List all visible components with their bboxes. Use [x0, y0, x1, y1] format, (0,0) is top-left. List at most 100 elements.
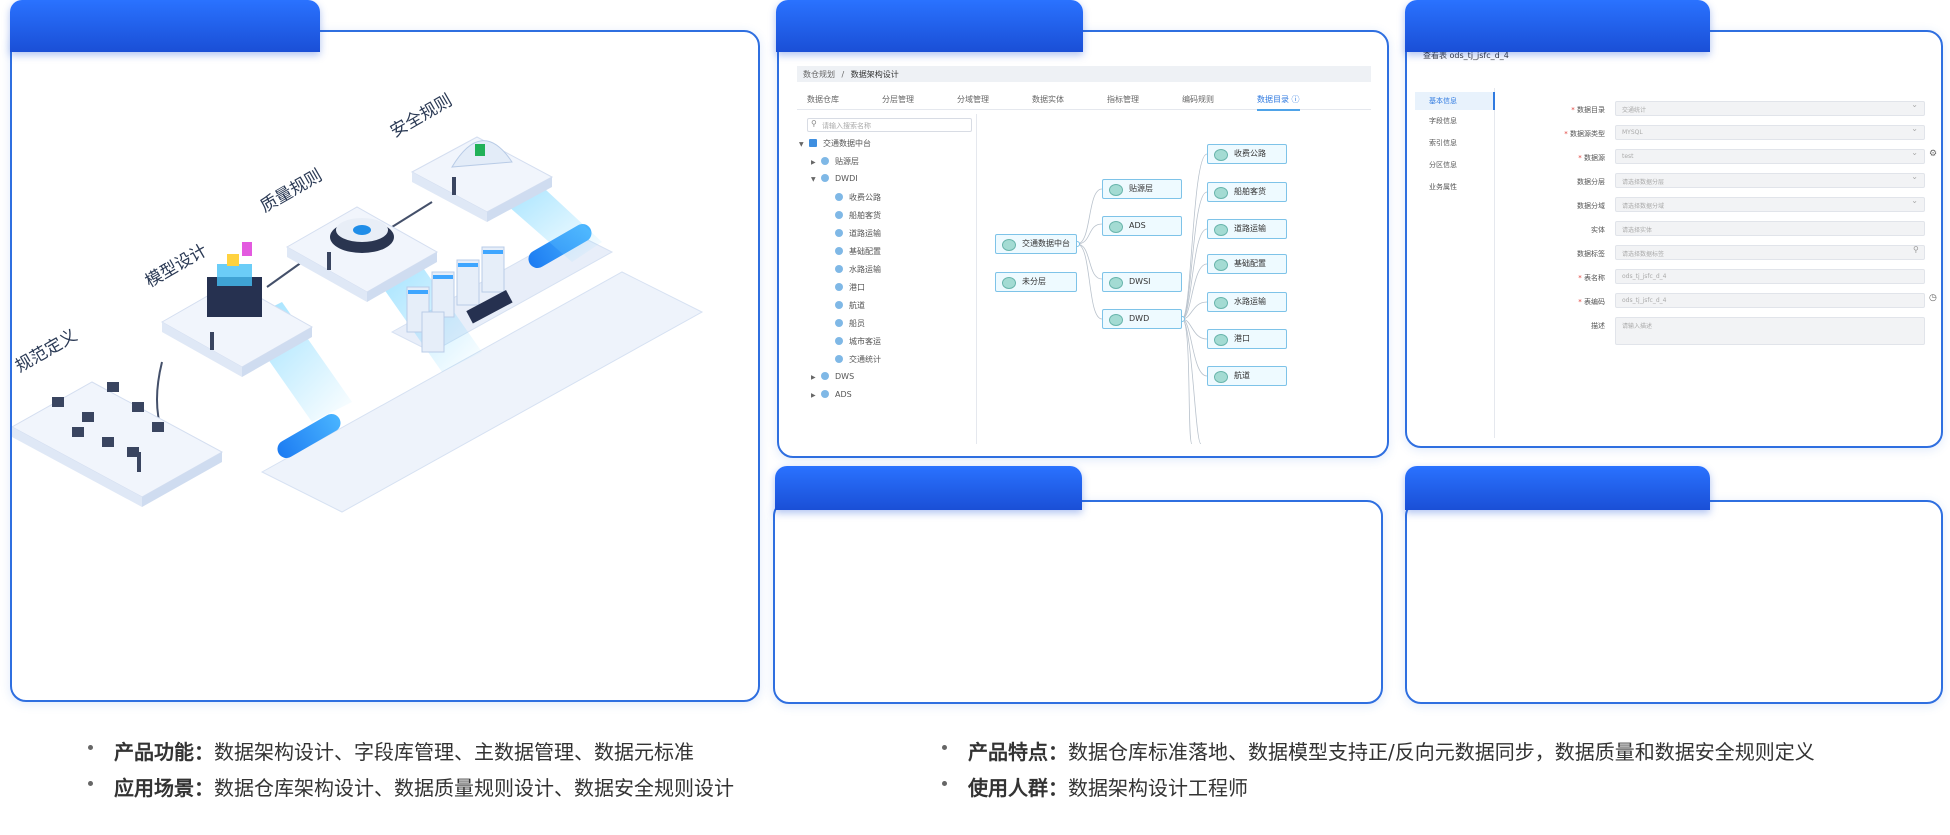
tree-node[interactable]: 港口	[835, 282, 865, 293]
table-name-input[interactable]: ods_tj_jsfc_d_4	[1615, 269, 1925, 284]
table-code-input[interactable]: ods_tj_jsfc_d_4	[1615, 293, 1925, 308]
field-label: 实体	[1591, 226, 1605, 234]
clock-icon: ◷	[1929, 293, 1937, 303]
tree-node[interactable]: 收费公路	[835, 192, 881, 203]
domain-icon	[835, 211, 843, 219]
bullet-text: 数据架构设计工程师	[1068, 776, 1248, 800]
tree-node[interactable]: 水路运输	[835, 264, 881, 275]
domain-icon	[835, 337, 843, 345]
tab-metric-management[interactable]: 指标管理	[1107, 95, 1139, 104]
lineage-node-root[interactable]: 交通数据中台	[995, 234, 1077, 254]
tree-node[interactable]: ▼ DWDI	[811, 174, 858, 183]
tree-node[interactable]: 交通统计	[835, 354, 881, 365]
platform-model-design	[160, 242, 314, 377]
illustration-panel: 规范定义 模型设计 质量规则 安全规则	[10, 30, 760, 702]
lineage-node-domain[interactable]: 收费公路	[1207, 144, 1287, 164]
architecture-illustration	[12, 136, 704, 513]
tab-code-rules[interactable]: 编码规则	[1182, 95, 1214, 104]
tree-search-input[interactable]: 请输入搜索名称	[807, 118, 972, 132]
side-item-business-attr[interactable]: 业务属性	[1429, 183, 1457, 191]
breadcrumb: 数仓规划 / 数据架构设计	[797, 66, 1371, 82]
tree-node[interactable]: 基础配置	[835, 246, 881, 257]
tree-node[interactable]: ▼ 交通数据中台	[799, 138, 871, 149]
side-item-index-info[interactable]: 索引信息	[1429, 139, 1457, 147]
side-item-field-info[interactable]: 字段信息	[1429, 117, 1457, 125]
tree-node[interactable]: ▶ADS	[811, 390, 852, 399]
layer-icon	[821, 372, 829, 380]
tree-node-label: 贴源层	[835, 157, 859, 166]
tab-architecture-design	[776, 0, 1083, 52]
domain-icon	[835, 193, 843, 201]
empty-panel-mid	[773, 500, 1383, 704]
platform-security-rules	[410, 136, 554, 222]
datasource-type-select[interactable]: MYSQL	[1615, 124, 1925, 140]
description-textarea[interactable]: 请输入描述	[1615, 317, 1925, 345]
side-item-partition-info[interactable]: 分区信息	[1429, 161, 1457, 169]
lineage-canvas[interactable]: 交通数据中台 未分层 贴源层 ADS DWSI DWD 收费公路 船舶客货 道路…	[977, 114, 1371, 444]
lineage-node-layer[interactable]: DWSI	[1102, 272, 1182, 292]
tab-data-warehouse[interactable]: 数据仓库	[807, 95, 839, 104]
tree-node[interactable]: ▶ 贴源层	[811, 156, 859, 167]
tree-node-label: 收费公路	[849, 193, 881, 202]
field-label: 数据分域	[1577, 202, 1605, 210]
domain-select[interactable]: 请选择数据分域	[1615, 196, 1925, 212]
tree-node[interactable]: 道路运输	[835, 228, 881, 239]
tree-node[interactable]: 航道	[835, 300, 865, 311]
side-item-basic-info[interactable]: 基本信息	[1415, 92, 1495, 110]
lineage-node-layer[interactable]: ADS	[1102, 216, 1182, 236]
field-label: 表名称	[1515, 273, 1605, 283]
tab-empty-right	[1405, 466, 1710, 510]
tree-node[interactable]: ▶DWS	[811, 372, 854, 381]
domain-icon	[835, 319, 843, 327]
tab-layer-management[interactable]: 分层管理	[882, 95, 914, 104]
domain-icon	[835, 355, 843, 363]
search-icon[interactable]: ⚲	[1913, 245, 1919, 254]
folder-icon	[809, 139, 817, 147]
tree-node-label: 城市客运	[849, 337, 881, 346]
users-icon[interactable]: ⚙	[1929, 149, 1938, 159]
bullet-key: 产品特点：	[968, 740, 1068, 764]
tree-node-label: 船舶客货	[849, 211, 881, 220]
bullet-text: 数据仓库架构设计、数据质量规则设计、数据安全规则设计	[214, 776, 734, 800]
caret-down-icon: ▼	[811, 176, 816, 183]
lineage-node-unassigned[interactable]: 未分层	[995, 272, 1077, 292]
datasource-select[interactable]: test	[1615, 148, 1925, 164]
breadcrumb-root[interactable]: 数仓规划	[803, 70, 835, 79]
tab-illustration	[10, 0, 320, 52]
tree-node-label: 港口	[849, 283, 865, 292]
entity-input[interactable]: 请选择实体	[1615, 221, 1925, 236]
tag-input[interactable]: 请选择数据标签	[1615, 245, 1925, 260]
tree-node[interactable]: 船员	[835, 318, 865, 329]
info-icon: ⓘ	[1291, 95, 1300, 104]
catalog-select[interactable]: 交通统计	[1615, 100, 1925, 116]
field-label: 描述	[1591, 322, 1605, 330]
tree-node[interactable]: 城市客运	[835, 336, 881, 347]
tree-node[interactable]: 船舶客货	[835, 210, 881, 221]
bullet-key: 应用场景：	[114, 776, 214, 800]
lineage-node-layer[interactable]: 贴源层	[1102, 179, 1182, 199]
tree-node-label: DWDI	[835, 174, 858, 183]
table-detail-panel: 查看表 ods_tj_jsfc_d_4 基本信息 字段信息 索引信息 分区信息 …	[1405, 30, 1943, 448]
breadcrumb-current: 数据架构设计	[850, 70, 899, 79]
tab-domain-management[interactable]: 分域管理	[957, 95, 989, 104]
lineage-node-domain[interactable]: 水路运输	[1207, 292, 1287, 312]
bullet-item: 使用人群：数据架构设计工程师	[942, 772, 1815, 808]
caret-right-icon: ▶	[811, 159, 816, 166]
field-label: 数据源类型	[1515, 129, 1605, 139]
tab-data-entity[interactable]: 数据实体	[1032, 95, 1064, 104]
tree-node-label: 交通数据中台	[823, 139, 871, 148]
tree-node-label: 航道	[849, 301, 865, 310]
lineage-node-domain[interactable]: 港口	[1207, 329, 1287, 349]
layer-select[interactable]: 请选择数据分层	[1615, 172, 1925, 188]
layer-icon	[821, 390, 829, 398]
layer-icon	[821, 174, 829, 182]
caret-down-icon: ▼	[799, 141, 804, 148]
lineage-node-domain[interactable]: 航道	[1207, 366, 1287, 386]
lineage-node-domain[interactable]: 道路运输	[1207, 219, 1287, 239]
lineage-node-domain[interactable]: 基础配置	[1207, 254, 1287, 274]
lineage-node-domain[interactable]: 船舶客货	[1207, 182, 1287, 202]
tab-data-catalog[interactable]: 数据目录 ⓘ	[1257, 94, 1300, 111]
domain-icon	[835, 229, 843, 237]
lineage-node-layer[interactable]: DWD	[1102, 309, 1182, 329]
